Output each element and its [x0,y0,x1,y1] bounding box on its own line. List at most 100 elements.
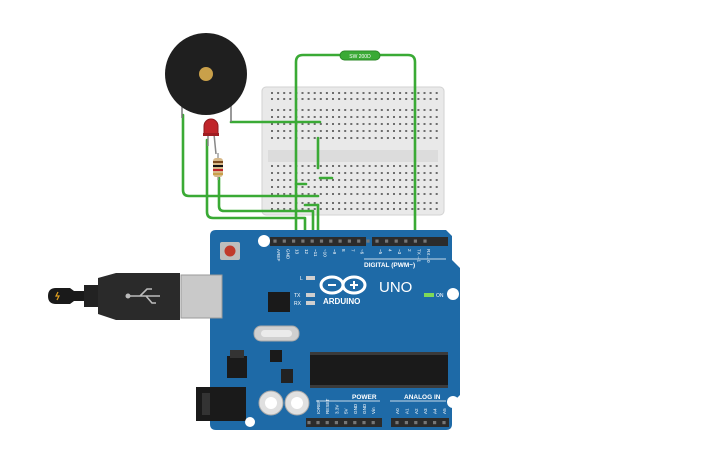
header-pin [353,421,357,425]
breadboard-hole [319,186,322,188]
breadboard-hole [368,116,371,118]
breadboard[interactable] [261,86,445,216]
breadboard-hole [399,137,402,139]
breadboard-hole [368,165,371,167]
breadboard-hole [429,98,432,100]
breadboard-hole [301,92,304,94]
breadboard-hole [435,109,438,111]
breadboard-hole [423,193,426,195]
breadboard-hole [332,109,334,111]
header-pin [347,239,351,243]
breadboard-hole [356,208,359,210]
breadboard-hole [435,116,438,118]
breadboard-hole [344,98,347,100]
breadboard-hole [313,193,316,195]
breadboard-hole [313,137,316,139]
breadboard-hole [350,179,353,181]
header-pin [433,421,437,425]
breadboard-hole [435,193,438,195]
breadboard-hole [368,130,371,132]
breadboard-hole [417,193,420,195]
breadboard-hole [386,208,389,210]
breadboard-hole [344,202,347,204]
breadboard-hole [405,92,408,94]
breadboard-hole [429,172,432,174]
power-pin-label: IOREF [316,400,321,414]
breadboard-hole [350,202,353,204]
digital-pin-label: AREF [276,249,281,261]
breadboard-hole [429,202,432,204]
breadboard-hole [283,130,286,132]
power-pin-label: 3.3V [334,404,339,414]
usb-cable[interactable] [48,273,180,320]
header-pin [325,421,329,425]
breadboard-hole [332,123,334,125]
breadboard-hole [356,186,359,188]
breadboard-hole [307,202,310,204]
breadboard-hole [271,165,273,167]
breadboard-hole [307,98,310,100]
breadboard-hole [368,172,371,174]
resistor[interactable] [213,153,223,180]
breadboard-hole [307,165,310,167]
breadboard-hole [350,123,353,125]
breadboard-hole [301,116,304,118]
header-pin [292,239,296,243]
breadboard-hole [332,116,334,118]
header-pin [442,421,446,425]
tilt-switch[interactable]: SW 200D [339,50,381,61]
mounting-hole [245,417,255,427]
breadboard-hole [356,137,359,139]
breadboard-hole [368,92,371,94]
breadboard-hole [350,208,353,210]
piezo-buzzer[interactable] [165,33,247,122]
breadboard-hole [277,98,280,100]
red-led[interactable] [203,118,219,155]
breadboard-hole [435,172,438,174]
breadboard-hole [307,92,310,94]
breadboard-hole [319,92,322,94]
breadboard-hole [405,202,408,204]
breadboard-hole [411,137,414,139]
breadboard-hole [338,130,341,132]
breadboard-hole [338,172,341,174]
breadboard-hole [423,179,426,181]
breadboard-hole [283,172,286,174]
led-l-label: L [300,276,303,282]
breadboard-hole [411,179,414,181]
breadboard-hole [289,116,292,118]
arduino-infinity-icon [319,275,367,295]
breadboard-hole [423,202,426,204]
breadboard-hole [350,193,353,195]
breadboard-hole [405,165,408,167]
breadboard-hole [356,130,359,132]
breadboard-hole [301,172,304,174]
digital-pin-label: 4 [388,249,393,252]
breadboard-hole [338,186,341,188]
breadboard-hole [405,109,408,111]
breadboard-hole [405,137,408,139]
breadboard-hole [319,202,322,204]
breadboard-hole [368,109,371,111]
arduino-brand: ARDUINO [323,297,360,306]
breadboard-hole [338,179,341,181]
breadboard-hole [417,98,420,100]
breadboard-hole [325,208,328,210]
breadboard-hole [344,172,347,174]
header-pin [413,239,417,243]
breadboard-hole [423,123,426,125]
breadboard-hole [325,137,328,139]
breadboard-hole [313,130,316,132]
breadboard-hole [271,193,273,195]
breadboard-hole [313,98,316,100]
breadboard-hole [423,172,426,174]
breadboard-hole [399,109,402,111]
breadboard-hole [368,137,371,139]
breadboard-hole [332,172,334,174]
breadboard-hole [380,98,383,100]
breadboard-hole [356,172,359,174]
breadboard-hole [399,98,402,100]
breadboard-hole [374,109,377,111]
